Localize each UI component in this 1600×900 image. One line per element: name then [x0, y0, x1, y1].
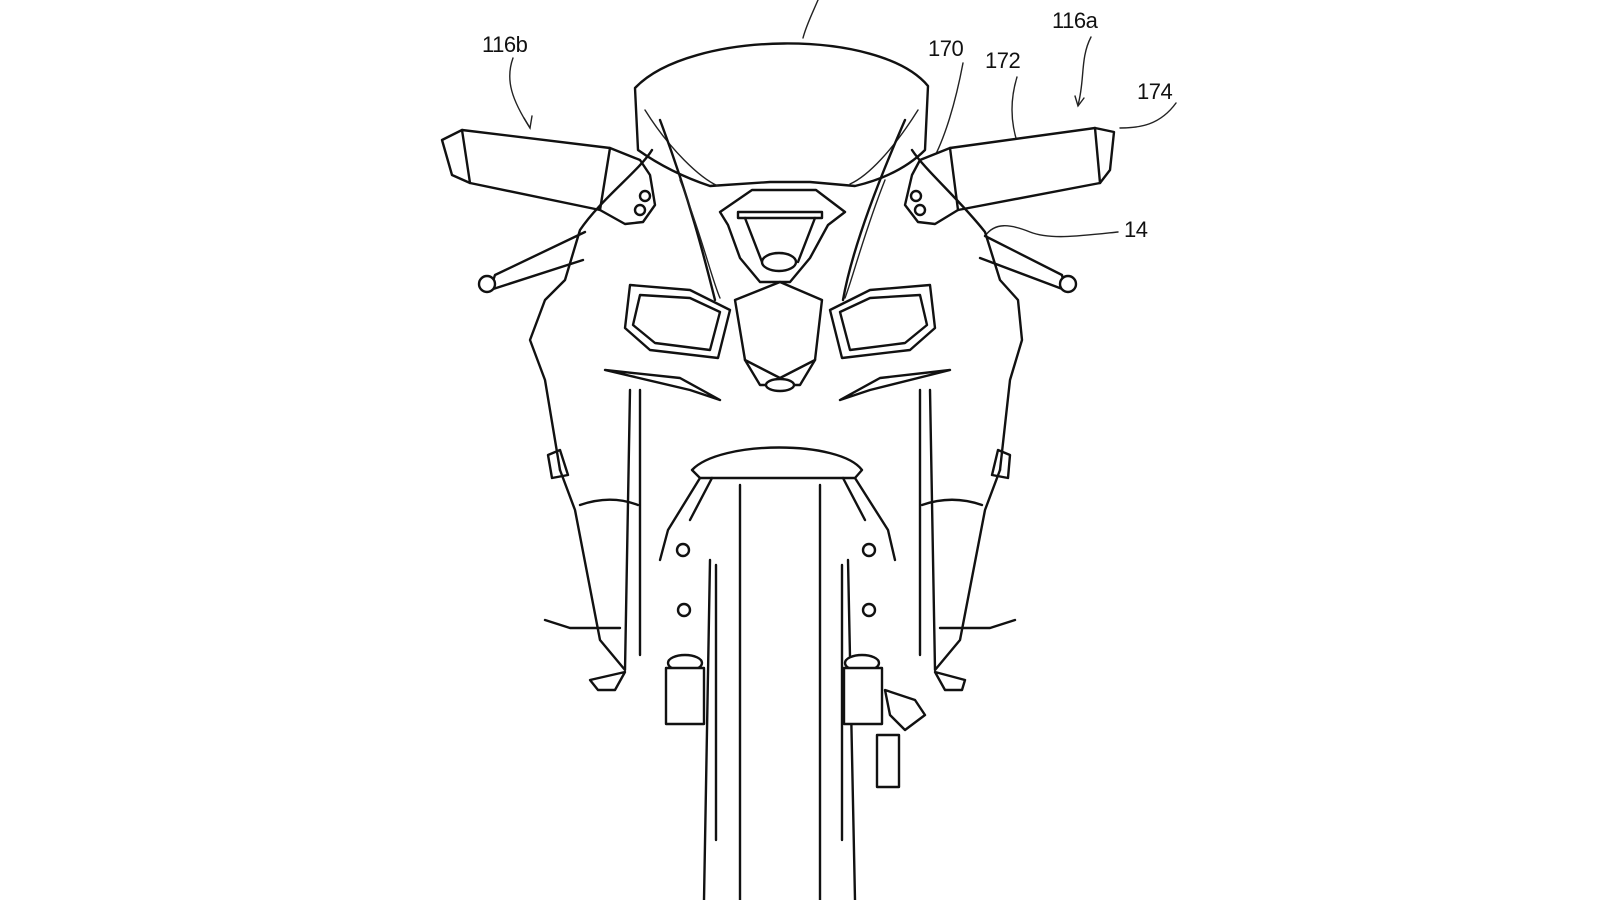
- headlight-left: [603, 283, 732, 402]
- levers: [477, 230, 1078, 294]
- headlight-right: [828, 283, 952, 402]
- winglet-right: [903, 126, 1116, 226]
- reference-label-170: 170: [928, 36, 964, 61]
- winglet-left: [440, 128, 657, 226]
- front-tire: [702, 483, 857, 900]
- reference-label-116b: 116b: [482, 32, 528, 57]
- lower-fairing: [543, 388, 1017, 692]
- reference-label-174: 174: [1137, 79, 1173, 104]
- center-intake: [718, 188, 847, 393]
- front-fender: [658, 446, 897, 618]
- windscreen: [633, 42, 930, 188]
- reference-label-116a: 116a: [1052, 8, 1098, 33]
- brake-calipers: [664, 653, 927, 789]
- upper-fairing: [528, 118, 1024, 472]
- reference-label-172: 172: [985, 48, 1021, 73]
- leader-lines: [509, 0, 1177, 238]
- reference-label-14: 14: [1124, 217, 1148, 242]
